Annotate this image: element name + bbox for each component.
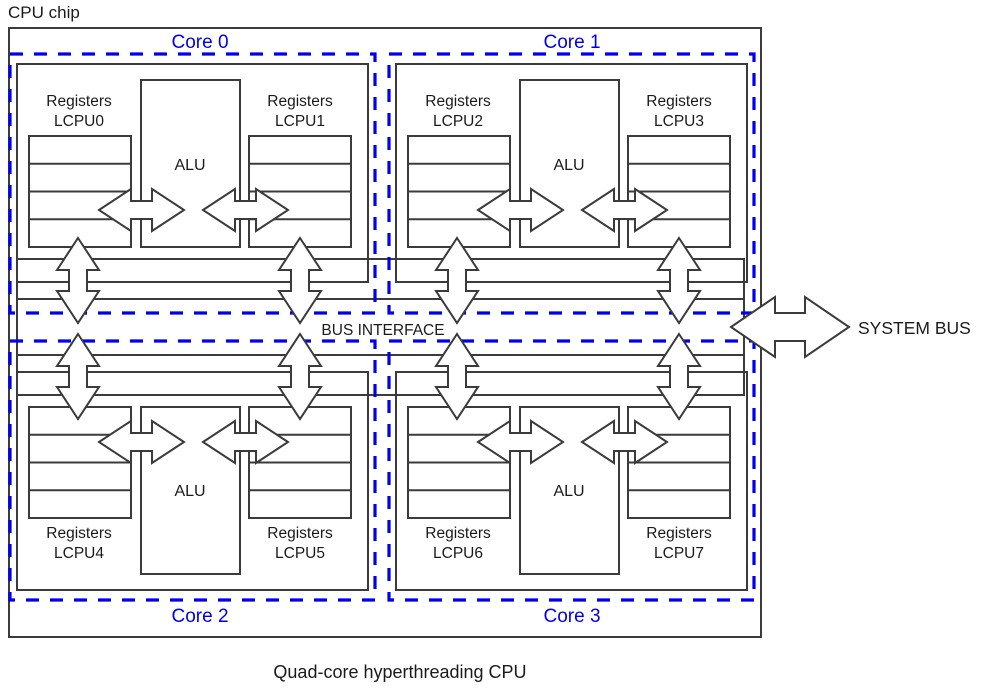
core-1-alu-box: [519, 79, 620, 248]
core-2-reg-alu-arrow-right: [201, 419, 290, 465]
core-0-reg-alu-arrow-right: [201, 187, 290, 233]
core-2-alu-label: ALU: [174, 483, 205, 500]
core-0-bus-arrow-left: [55, 236, 101, 325]
core-0-group: Core 0 ALU Registers LCPU0 Registers LCP…: [8, 32, 377, 325]
core-0-registers-label-1: Registers: [267, 93, 333, 110]
core-2-inner-box: [16, 371, 369, 591]
system-bus-arrow: [729, 295, 851, 359]
core-3-alu-box: [519, 406, 620, 575]
core-3-alu-label: ALU: [553, 483, 584, 500]
system-bus-label: SYSTEM BUS: [858, 318, 971, 338]
core-1-reg-alu-arrow-right: [580, 187, 669, 233]
core-1-lcpu-label-1: LCPU3: [654, 113, 704, 130]
core-0-reg-alu-arrow-left: [97, 187, 186, 233]
core-0-bus-arrow-right: [277, 236, 323, 325]
core-1-bus-arrow-right: [656, 236, 702, 325]
core-1-inner-box: [395, 63, 748, 283]
core-3-bus-arrow-right: [656, 332, 702, 421]
bus-rail-bottom: [16, 354, 745, 396]
core-3-reg-alu-arrow-right: [580, 419, 669, 465]
core-3-registers-label-1: Registers: [646, 525, 712, 542]
cpu-chip-label: CPU chip: [8, 3, 80, 22]
core-2-bus-arrow-right: [277, 332, 323, 421]
core-2-lcpu-label-0: LCPU4: [54, 545, 104, 562]
core-1-registers-label-1: Registers: [646, 93, 712, 110]
core-0-inner-box: [16, 63, 369, 283]
core-2-label: Core 2: [171, 606, 228, 627]
core-3-bus-arrow-left: [434, 332, 480, 421]
core-0-alu-box: [140, 79, 241, 248]
core-2-reg-alu-arrow-left: [97, 419, 186, 465]
core-2-bus-arrow-left: [55, 332, 101, 421]
core-1-alu-label: ALU: [553, 157, 584, 174]
core-3-reg-alu-arrow-left: [476, 419, 565, 465]
core-3-registers-label-0: Registers: [425, 525, 491, 542]
core-1-bus-arrow-left: [434, 236, 480, 325]
core-1-label: Core 1: [543, 32, 600, 53]
core-1-lcpu-label-0: LCPU2: [433, 113, 483, 130]
core-3-label: Core 3: [543, 606, 600, 627]
core-0-lcpu-label-0: LCPU0: [54, 113, 104, 130]
core-1-group: Core 1 ALU Registers LCPU2 Registers LCP…: [387, 32, 756, 325]
core-0-lcpu-label-1: LCPU1: [275, 113, 325, 130]
core-3-inner-box: [395, 371, 748, 591]
core-2-registers-label-1: Registers: [267, 525, 333, 542]
core-3-lcpu-label-0: LCPU6: [433, 545, 483, 562]
core-3-lcpu-label-1: LCPU7: [654, 545, 704, 562]
bus-rail-top: [16, 258, 745, 300]
core-2-alu-box: [140, 406, 241, 575]
core-2-lcpu-label-1: LCPU5: [275, 545, 325, 562]
core-3-group: Core 3 ALU Registers LCPU6 Registers LCP…: [387, 332, 756, 627]
core-0-alu-label: ALU: [174, 157, 205, 174]
core-0-label: Core 0: [171, 32, 228, 53]
core-1-reg-alu-arrow-left: [476, 187, 565, 233]
core-2-group: Core 2 ALU Registers LCPU4 Registers LCP…: [8, 332, 377, 627]
core-1-registers-label-0: Registers: [425, 93, 491, 110]
core-0-registers-label-0: Registers: [46, 93, 112, 110]
core-2-registers-label-0: Registers: [46, 525, 112, 542]
figure-caption: Quad-core hyperthreading CPU: [273, 662, 526, 682]
bus-interface-label: BUS INTERFACE: [321, 322, 444, 339]
